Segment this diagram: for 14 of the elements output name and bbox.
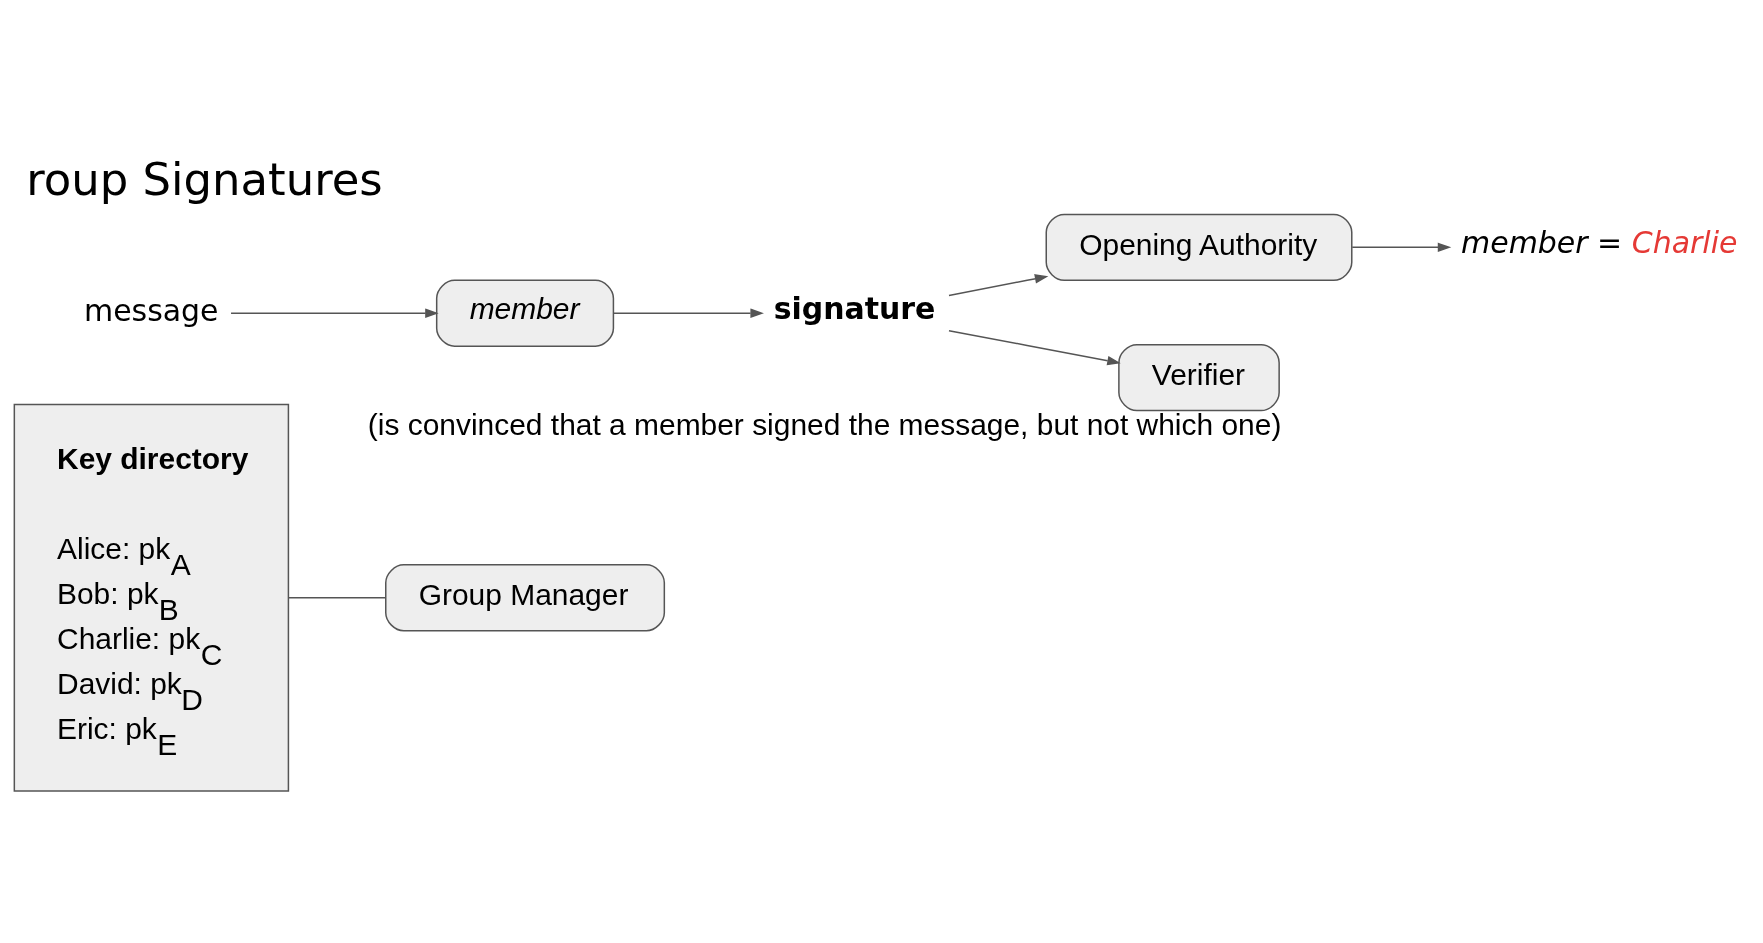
arrow [230, 308, 439, 318]
connector [288, 596, 386, 599]
node-box: member [435, 279, 615, 347]
arrow [1351, 242, 1452, 252]
node-box: Opening Authority [1045, 213, 1353, 281]
node-text: member = Charlie [1461, 224, 1738, 260]
arrow [613, 308, 764, 318]
arrow [948, 273, 1049, 296]
node-text: signature [773, 290, 936, 326]
node-text: message [83, 292, 219, 328]
node-box: Group Manager [385, 563, 666, 631]
arrow [948, 329, 1121, 365]
node-box: Verifier [1118, 343, 1280, 411]
diagram-title: roup Signatures [26, 152, 383, 206]
